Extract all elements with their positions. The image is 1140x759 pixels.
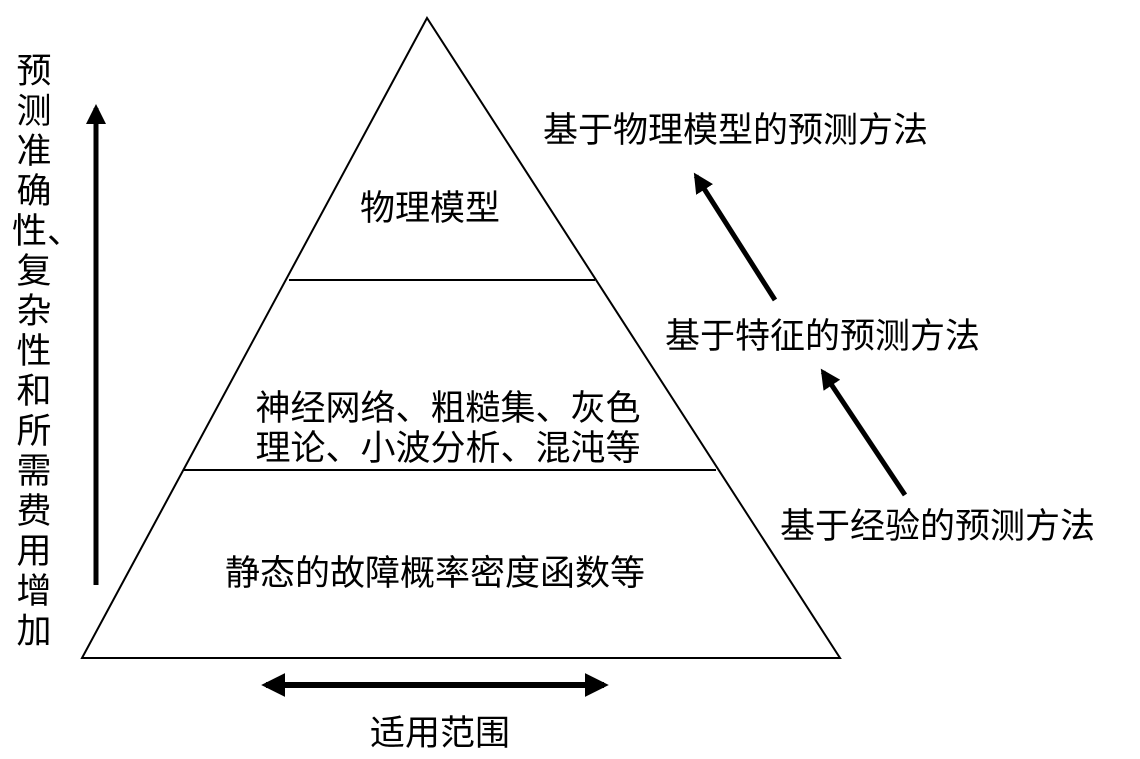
method-experience-label: 基于经验的预测方法 — [780, 507, 1095, 547]
pyramid-bottom-label: 静态的故障概率密度函数等 — [225, 554, 645, 594]
arrow-feature-to-physics — [693, 172, 778, 302]
pyramid-top-label: 物理模型 — [360, 189, 500, 229]
arrow-experience-to-feature — [820, 368, 908, 497]
pyramid-outline — [80, 16, 842, 659]
bottom-axis-label: 适用范围 — [370, 714, 510, 754]
left-axis-label: 预测准确性、复杂性和所需费用增加 — [12, 52, 83, 652]
pyramid-middle-label-1: 神经网络、粗糙集、灰色 — [255, 389, 640, 429]
pyramid-middle-label-2: 理论、小波分析、混沌等 — [255, 429, 640, 469]
method-feature-label: 基于特征的预测方法 — [665, 317, 980, 357]
method-physics-label: 基于物理模型的预测方法 — [543, 111, 928, 151]
